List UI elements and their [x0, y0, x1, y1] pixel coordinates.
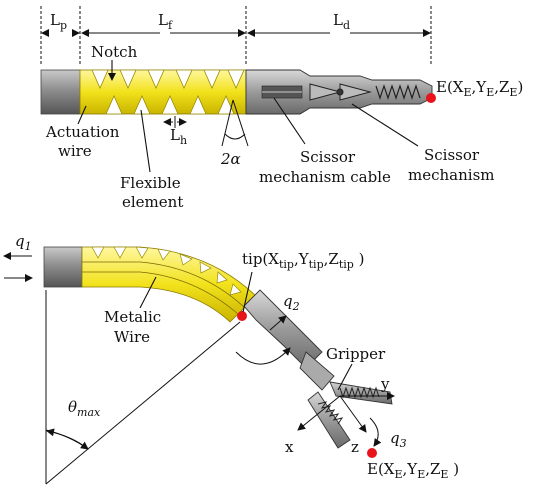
theta-line: [45, 321, 241, 485]
label-ld: Ld: [333, 11, 350, 32]
spring: [375, 84, 421, 100]
label-flexible-element-2: element: [122, 193, 183, 211]
label-lf: Lf: [158, 11, 173, 32]
lower-jaw-spring: [317, 401, 344, 425]
top-diagram: Lp Lf Ld: [40, 6, 523, 211]
label-angle: 2α: [220, 150, 241, 168]
label-q3: q3: [390, 429, 407, 450]
label-metalic-wire: Metalic: [104, 308, 161, 326]
alpha-line: [221, 99, 234, 147]
label-flexible-element: Flexible: [120, 174, 181, 192]
bottom-diagram: q1: [3, 232, 459, 485]
label-notch: Notch: [91, 43, 138, 61]
label-actuation-wire-2: wire: [58, 142, 92, 160]
label-metalic-wire-2: Wire: [114, 328, 150, 346]
label-scissor-mechanism-2: mechanism: [408, 166, 494, 184]
bent-notches: [91, 246, 242, 296]
axis-z: [339, 395, 367, 433]
alpha-line: [232, 99, 249, 147]
label-theta-max: θmax: [68, 398, 101, 419]
label-actuation-wire: Actuation: [45, 123, 120, 141]
label-tip: tip(Xtip,Ytip,Ztip ): [242, 250, 364, 271]
bent-flexible-element: [81, 246, 257, 323]
label-scissor-cable: Scissor: [300, 148, 356, 166]
label-q1: q1: [15, 232, 32, 253]
label-axis-y: y: [380, 375, 390, 393]
tip-marker: [237, 311, 247, 321]
label-lp: Lp: [50, 11, 67, 32]
label-axis-x: x: [285, 438, 294, 456]
label-scissor-cable-2: mechanism cable: [259, 168, 391, 186]
label-lh: Lh: [170, 126, 187, 147]
metalic-wire: [82, 261, 245, 315]
endpoint-marker-bottom: [367, 448, 377, 458]
label-endpoint-bottom: E(XE,YE,ZE ): [367, 460, 459, 481]
notches-top: [91, 69, 245, 89]
bottom-proximal-shaft: [43, 246, 83, 288]
scissor-links: [309, 83, 372, 101]
axis-x: [297, 395, 341, 431]
label-endpoint-top: E(XE,YE,ZE): [436, 78, 523, 99]
label-axis-z: z: [351, 438, 359, 456]
gripper-joint: [299, 351, 335, 391]
label-q2: q2: [283, 292, 300, 313]
proximal-shaft: [40, 69, 82, 115]
q3-rotation-arrow: [369, 417, 382, 447]
q2-rotation-arrow: [235, 347, 291, 365]
label-gripper: Gripper: [326, 345, 386, 363]
gripper-jaw-lower: [307, 391, 351, 449]
label-scissor-mechanism: Scissor: [424, 146, 480, 164]
endpoint-marker: [426, 93, 436, 103]
